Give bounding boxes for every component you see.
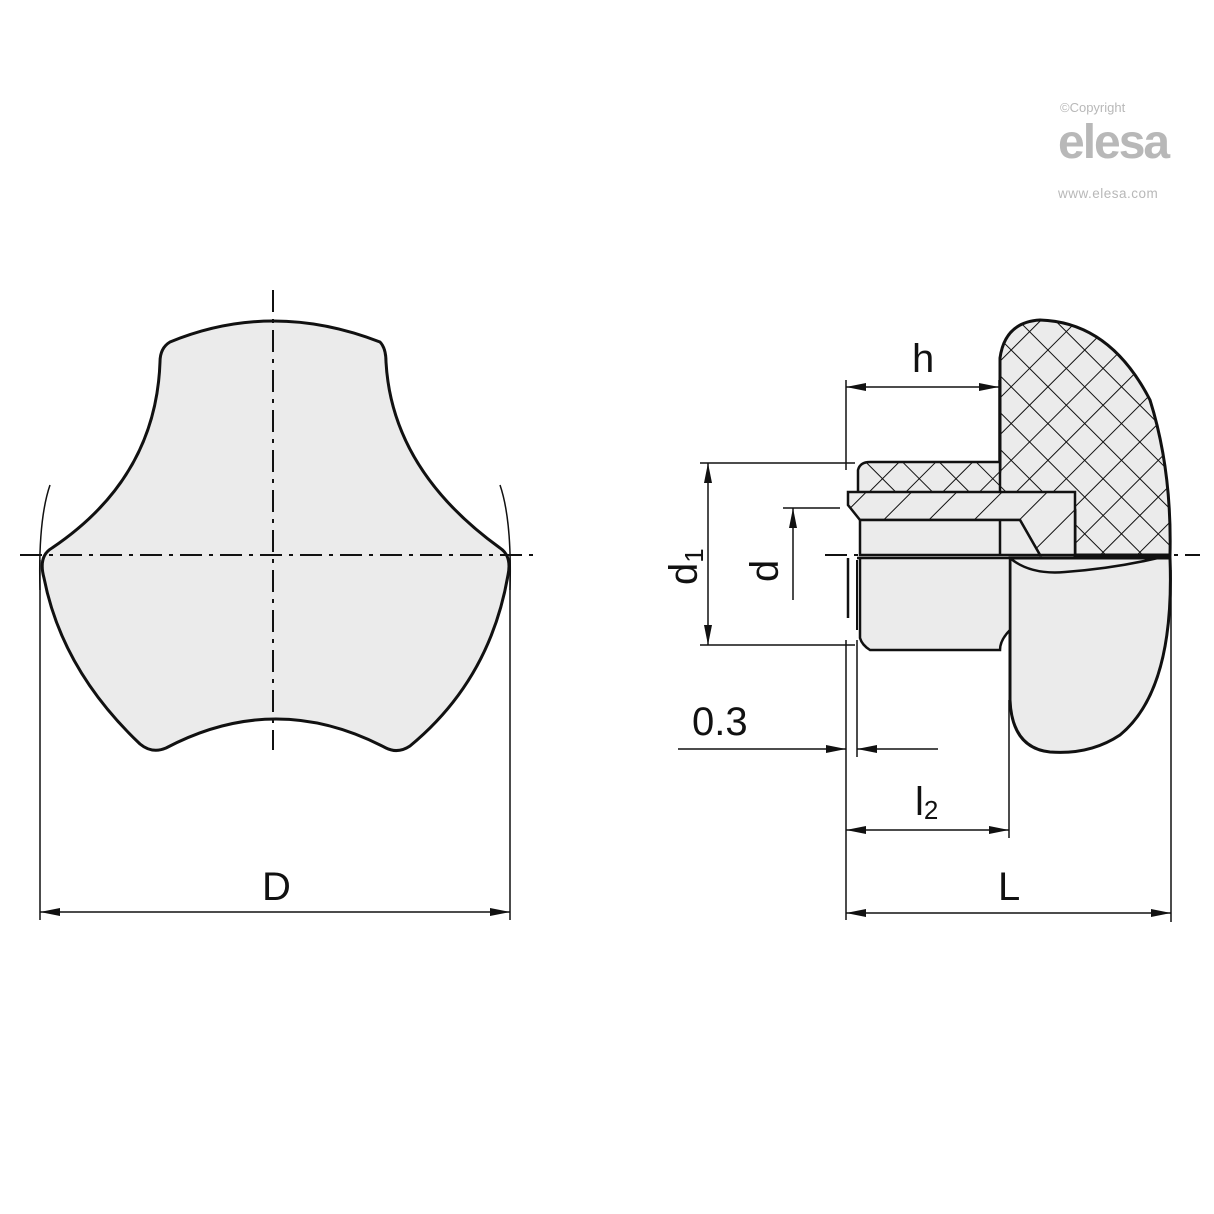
dimension-L-label: L [998, 865, 1020, 909]
head-lower-edge [1009, 553, 1171, 574]
knob-head-lower [1008, 556, 1172, 754]
dimension-h-label: h [912, 337, 934, 381]
front-view: D [20, 290, 540, 920]
svg-text:d1: d1 [662, 548, 709, 585]
hub-lower [857, 556, 1012, 652]
dimension-d1-label: d1 [662, 548, 709, 585]
bore-upper [858, 518, 1043, 557]
dimension-D-label: D [262, 865, 291, 909]
dimension-d-label: d [743, 560, 787, 582]
side-view: h d1 d 0.3 l2 L [662, 318, 1200, 922]
website-text: www.elesa.com [1058, 186, 1159, 201]
dimension-0-3-label: 0.3 [692, 700, 748, 744]
knob-front-outline [40, 319, 511, 753]
hub-upper-section [856, 460, 1002, 497]
brand-logo: elesa [1058, 116, 1170, 169]
copyright-text: ©Copyright [1060, 100, 1126, 115]
dimension-l2-label: l2 [915, 780, 938, 825]
